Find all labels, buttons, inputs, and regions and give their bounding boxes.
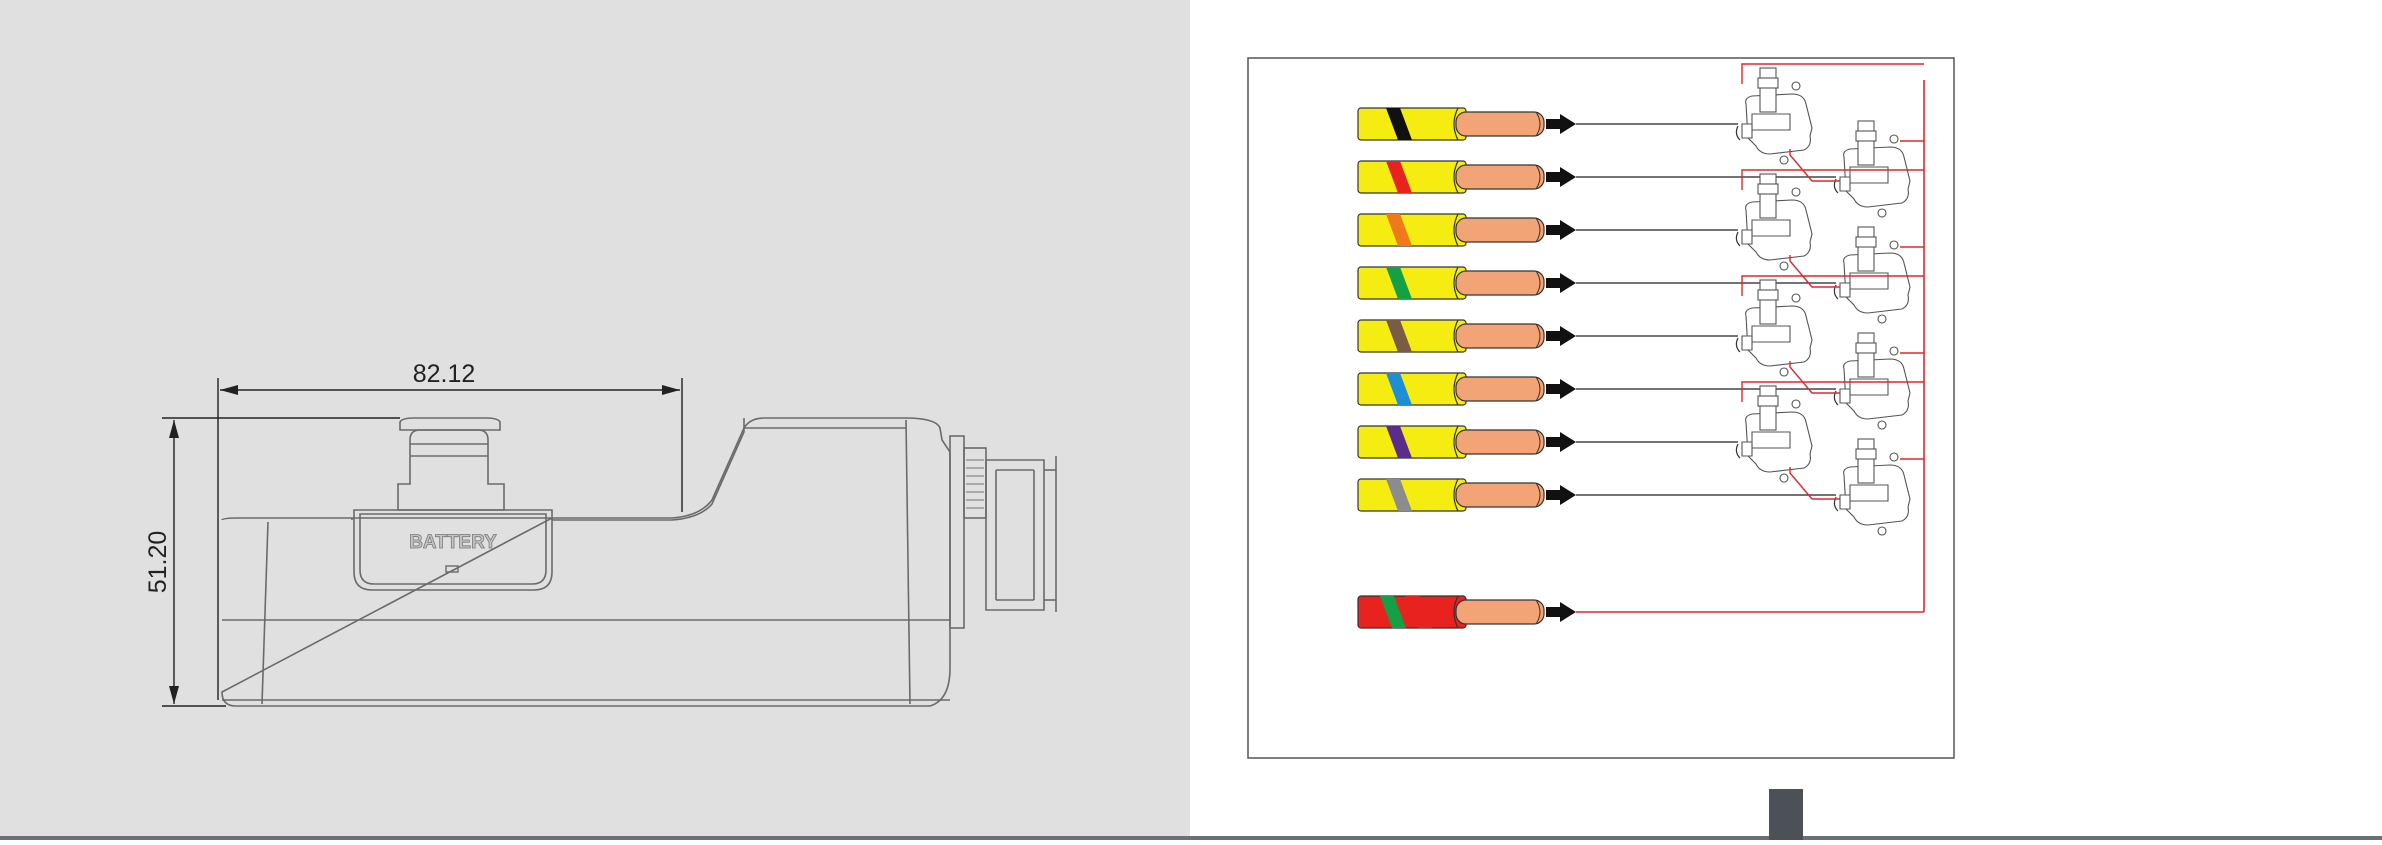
battery-label: BATTERY — [409, 532, 497, 553]
wire-icon — [1358, 373, 1544, 405]
wiring-diagram-panel — [1190, 0, 2382, 840]
body-slope-line — [552, 418, 744, 520]
arrow-icon — [1546, 326, 1576, 346]
sensor-clip-icon — [1736, 386, 1812, 482]
height-dimension-label: 51.20 — [144, 531, 172, 594]
arrow-icon — [1546, 167, 1576, 187]
connector-flange — [950, 436, 964, 628]
sensor-list — [1736, 68, 1910, 535]
arrow-icon — [1546, 114, 1576, 134]
arrow-icon — [1546, 379, 1576, 399]
dimension-arrow — [169, 420, 179, 438]
arrow-icon — [1546, 432, 1576, 452]
arrow-icon — [1546, 485, 1576, 505]
dimension-arrow — [220, 385, 238, 395]
wire-icon — [1358, 108, 1544, 140]
bottom-divider — [0, 836, 2382, 840]
battery-button-cap — [400, 418, 500, 430]
common-loop-line — [1790, 255, 1840, 287]
technical-drawing-panel: 82.12 51.20 BATTERY — [0, 0, 1190, 840]
connector-housing — [986, 460, 1044, 610]
dimension-arrow — [169, 686, 179, 704]
width-dimension-label: 82.12 — [413, 360, 476, 388]
wiring-diagram — [1190, 0, 2382, 840]
device-side-view-drawing: 82.12 51.20 BATTERY — [0, 0, 1190, 840]
body-left-panel-line — [262, 522, 268, 704]
dimension-arrow — [662, 385, 680, 395]
common-loop-line — [1790, 149, 1840, 181]
arrow-icon — [1546, 273, 1576, 293]
wire-icon — [1358, 267, 1544, 299]
body-right-panel-line — [906, 420, 910, 704]
battery-button-outline — [398, 430, 504, 510]
arrow-icon — [1546, 602, 1576, 622]
page-tab-marker — [1769, 789, 1803, 840]
thread-hatching — [966, 460, 984, 508]
wire-icon — [1358, 596, 1544, 628]
sensor-clip-icon — [1834, 439, 1910, 535]
wire-icon — [1358, 426, 1544, 458]
wire-icon — [1358, 320, 1544, 352]
device-body-outline — [222, 418, 950, 706]
sensor-clip-icon — [1736, 68, 1812, 164]
sensor-clip-icon — [1736, 280, 1812, 376]
common-loop-line — [1790, 361, 1840, 393]
wire-icon — [1358, 214, 1544, 246]
sensor-clip-icon — [1834, 227, 1910, 323]
wire-icon — [1358, 161, 1544, 193]
common-loop-line — [1790, 467, 1840, 499]
wire-icon — [1358, 479, 1544, 511]
sensor-clip-icon — [1834, 333, 1910, 429]
arrow-icon — [1546, 220, 1576, 240]
sensor-clip-icon — [1834, 121, 1910, 217]
sensor-clip-icon — [1736, 174, 1812, 270]
